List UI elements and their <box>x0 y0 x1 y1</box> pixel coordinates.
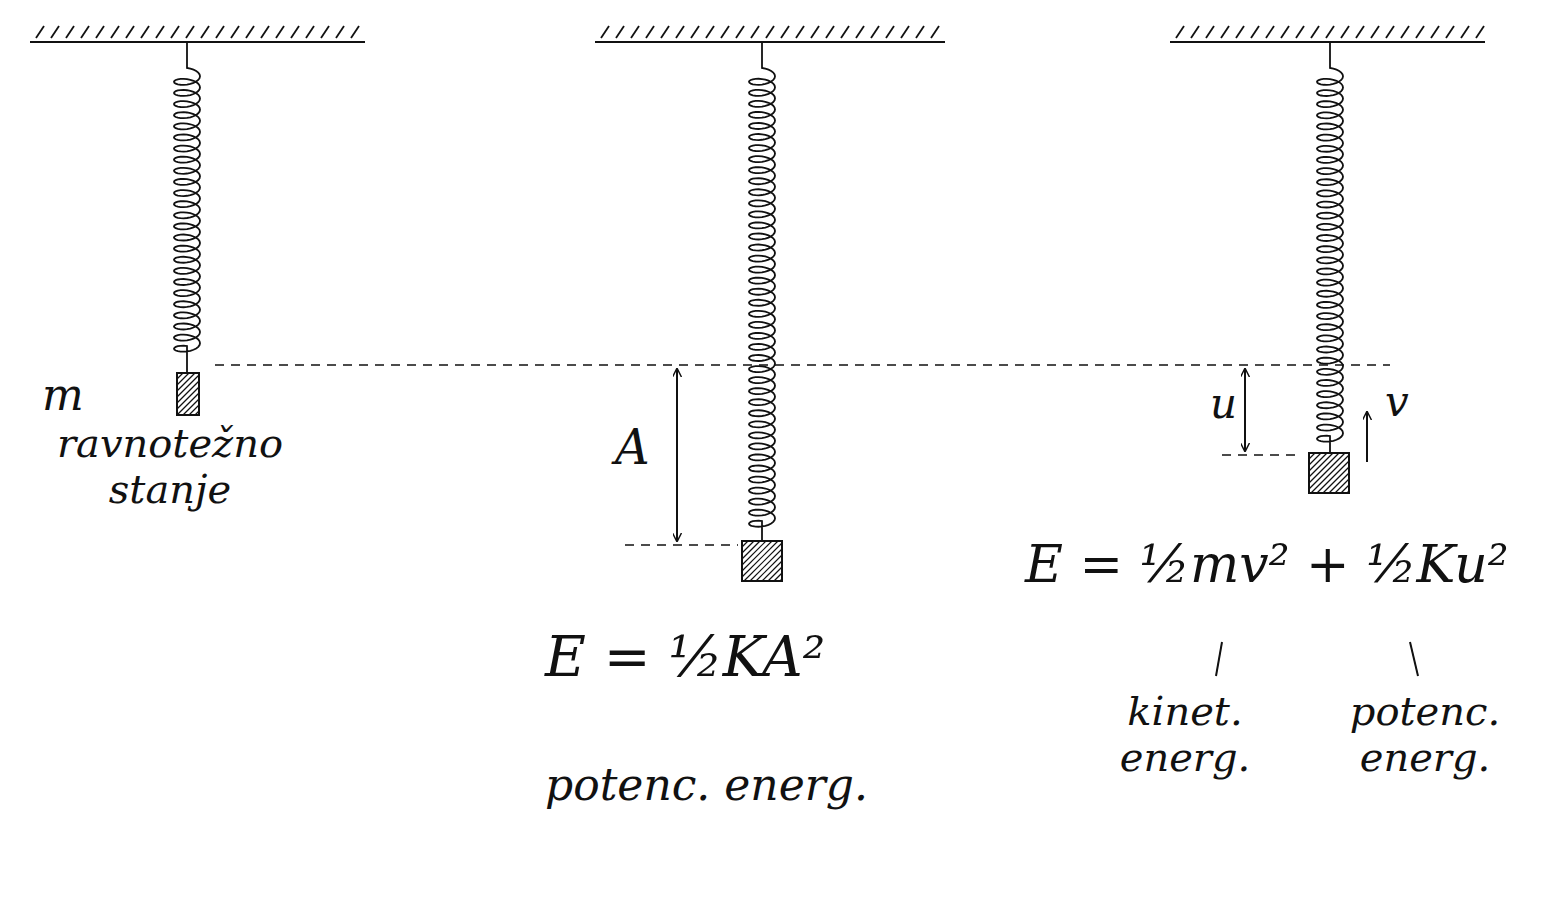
energy-formula: E = ½KA² <box>545 625 825 689</box>
equilibrium-line <box>215 364 1390 366</box>
ceiling <box>1170 26 1485 42</box>
amplitude-arrow <box>676 369 678 541</box>
leader-line <box>1410 642 1418 676</box>
velocity-label: v <box>1385 378 1409 426</box>
state-label: ravnotežno stanje <box>20 420 320 512</box>
mass-block <box>1309 453 1349 493</box>
amplitude-line <box>625 544 738 546</box>
velocity-arrow <box>1366 412 1368 462</box>
displacement-arrow <box>1244 369 1246 451</box>
spring <box>749 42 775 541</box>
energy-note: potenc. energ. <box>1320 688 1530 780</box>
dashed-reference <box>215 365 1390 545</box>
mass-block <box>742 541 782 581</box>
energy-formula: E = ½mv² + ½Ku² <box>1025 535 1509 595</box>
spring <box>174 42 200 373</box>
displacement-label: u <box>1210 380 1237 428</box>
spring <box>1317 42 1343 453</box>
amplitude-label: A <box>615 420 650 475</box>
displacement-line <box>1222 454 1302 456</box>
energy-note: potenc. energ. <box>545 760 868 811</box>
ceiling <box>595 26 945 42</box>
mass-block <box>177 373 199 415</box>
energy-note: kinet. energ. <box>1090 688 1280 780</box>
leader-line <box>1216 642 1222 676</box>
ceiling <box>30 26 365 42</box>
mass-label: m <box>42 370 84 421</box>
